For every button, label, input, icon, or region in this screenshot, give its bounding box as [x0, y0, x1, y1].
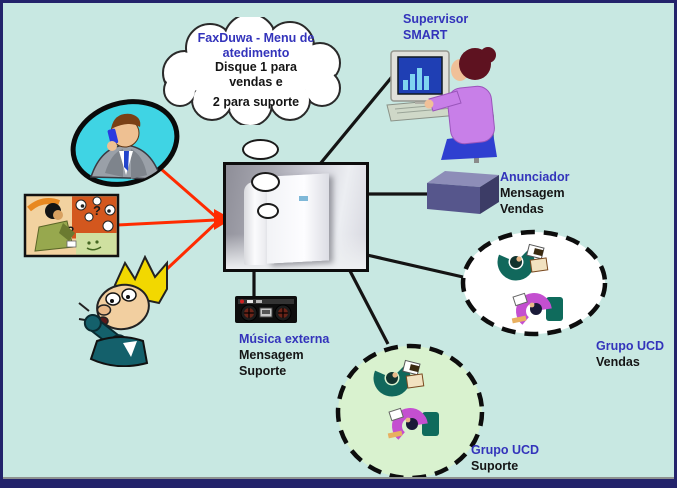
line-pbx-grupo-vendas	[366, 253, 464, 279]
musica-line2: Suporte	[239, 364, 287, 378]
caller-art-collage-icon: ? ?	[23, 193, 120, 258]
anunciador-line1: Mensagem	[500, 186, 565, 200]
pbx-left-column	[244, 181, 268, 265]
supervisor-label-line1: Supervisor	[403, 12, 469, 26]
shouting-caller-cartoon-icon	[78, 255, 168, 367]
businessman-on-phone-icon	[70, 99, 180, 187]
anunciador-line2: Vendas	[500, 202, 544, 216]
grupo-vendas-circle	[460, 229, 608, 337]
pbx-logo-mark	[298, 196, 308, 202]
supervisor-workstation-icon	[386, 47, 497, 163]
cloud-title-line2: atedimento	[222, 45, 290, 60]
frame-shadow-strip	[3, 477, 674, 485]
grupo-suporte-title: Grupo UCD	[471, 443, 540, 457]
thought-bubble-icon	[251, 172, 280, 192]
grupo-suporte-circle	[335, 343, 485, 481]
grupo-vendas-subtitle: Vendas	[596, 355, 640, 369]
pbx-cabinet-photo	[223, 162, 369, 272]
supervisor-hair-bun	[480, 47, 496, 63]
musica-line1: Mensagem	[239, 348, 304, 362]
connector-lines	[116, 59, 464, 345]
announcer-box-icon	[427, 171, 499, 214]
thought-bubble-icon	[257, 203, 279, 219]
ucd-agent-topview-icon	[511, 292, 563, 329]
musica-title: Música externa	[239, 332, 330, 346]
ivr-menu-text: FaxDuwa - Menu de atedimento Disque 1 pa…	[161, 31, 351, 110]
cloud-body-line2: vendas e	[229, 74, 283, 89]
cloud-body-line3: 2 para suporte	[212, 95, 300, 109]
screen-bar-chart-icon	[403, 68, 429, 90]
cloud-fill	[164, 17, 339, 125]
thought-bubble-icon	[242, 139, 279, 160]
grupo-suporte-label: Grupo UCD Suporte	[471, 442, 539, 474]
line-caller1-pbx	[152, 160, 217, 219]
ucd-agent-topview-icon	[497, 243, 549, 281]
line-pbx-grupo-suporte	[347, 268, 390, 345]
cloud-body-line1: Disque 1 para	[215, 60, 297, 74]
line-caller2-pbx	[116, 218, 217, 227]
boombox-icon	[235, 275, 297, 323]
musica-label: Música externa Mensagem Suporte	[239, 331, 329, 379]
supervisor-hand	[424, 99, 434, 109]
supervisor-label: Supervisor SMART	[403, 11, 468, 43]
question-mark-glyph: ?	[93, 203, 101, 218]
cloud-title-line1: FaxDuwa - Menu de	[197, 31, 315, 45]
grupo-vendas-label: Grupo UCD Vendas	[596, 338, 664, 370]
anunciador-title: Anunciador	[500, 170, 570, 184]
supervisor-label-line2: SMART	[403, 28, 448, 42]
grupo-vendas-title: Grupo UCD	[596, 339, 665, 353]
ucd-agent-topview-icon	[373, 359, 425, 397]
cartoon-body	[89, 336, 149, 367]
ivr-menu-cloud	[162, 17, 341, 125]
anunciador-label: Anunciador Mensagem Vendas	[500, 169, 569, 217]
grupo-suporte-subtitle: Suporte	[471, 459, 519, 473]
